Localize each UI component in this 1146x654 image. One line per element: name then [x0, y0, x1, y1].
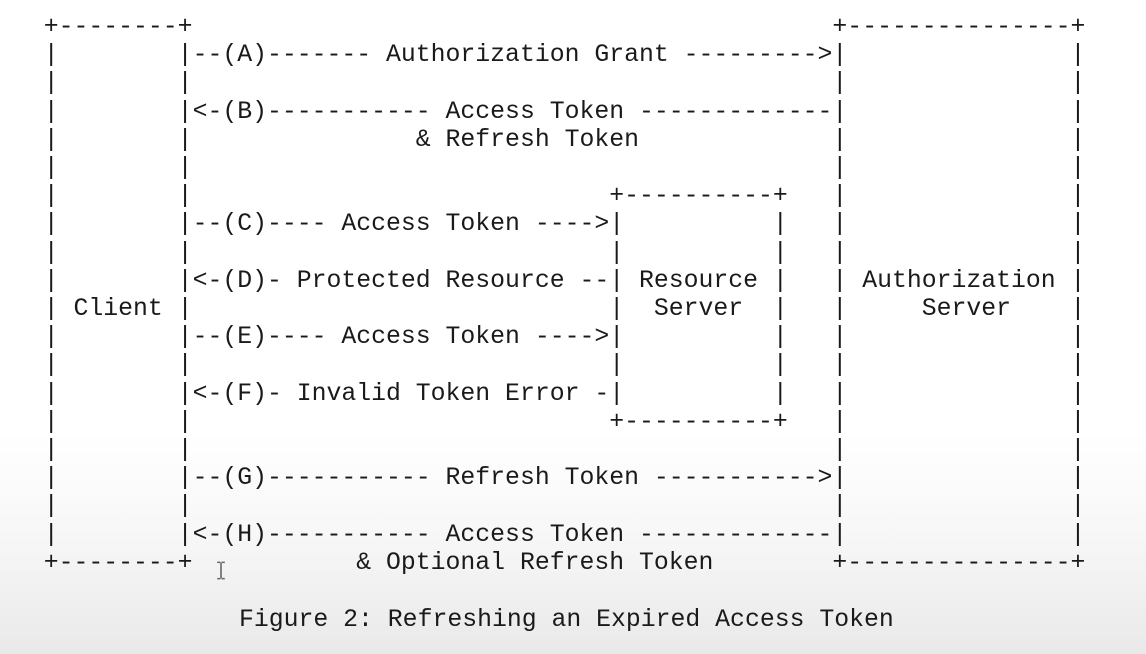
ascii-sequence-diagram: +--------+ +---------------+ | |--(A)---…	[43, 13, 1086, 577]
i-beam-text-cursor-icon	[215, 561, 227, 580]
figure-caption: Figure 2: Refreshing an Expired Access T…	[239, 606, 894, 634]
